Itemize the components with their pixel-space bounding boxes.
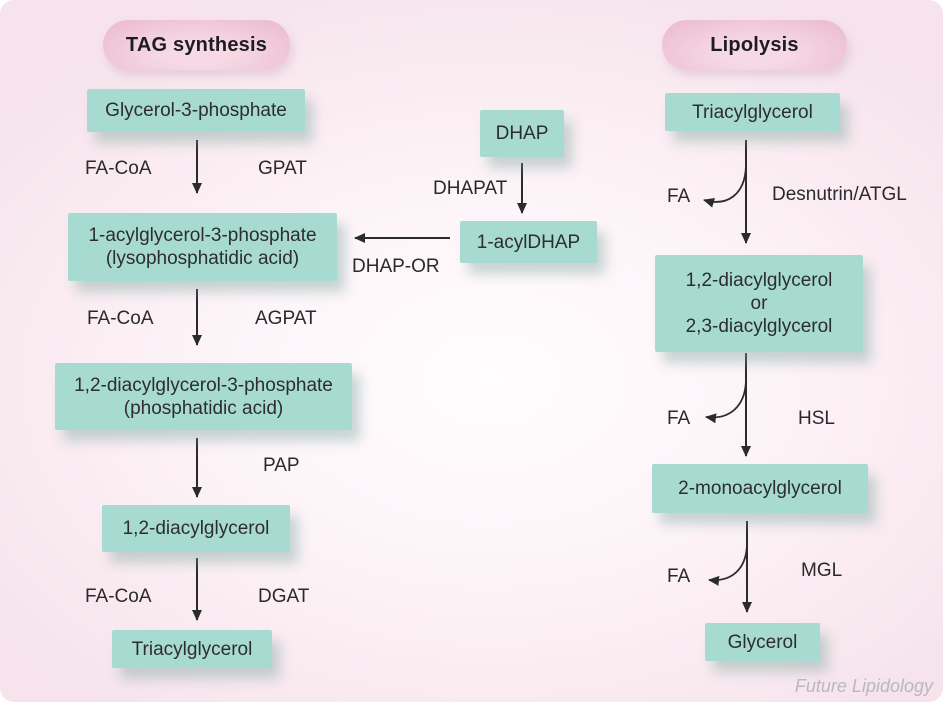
label-pap: PAP [263, 455, 300, 476]
node-glycerol-label: Glycerol [727, 631, 798, 653]
journal-watermark: Future Lipidology [794, 676, 933, 696]
header-tag-synthesis-label: TAG synthesis [125, 33, 268, 56]
label-fa-1: FA [667, 186, 691, 207]
label-desnutrin-atgl: Desnutrin/ATGL [772, 184, 907, 205]
node-triacylglycerol-left: Triacylglycerol [112, 630, 272, 668]
label-fa-coa-1: FA-CoA [85, 158, 152, 179]
label-fa-2: FA [667, 408, 691, 429]
node-1-acylglycerol-3-phosphate-line2: (lysophosphatidic acid) [105, 248, 300, 269]
node-dhap-label: DHAP [495, 123, 549, 144]
node-dhap: DHAP [480, 110, 564, 157]
label-fa-3: FA [667, 566, 691, 587]
label-fa-coa-3: FA-CoA [85, 586, 152, 607]
node-1-acylglycerol-3-phosphate: 1-acylglycerol-3-phosphate (lysophosphat… [68, 213, 337, 281]
node-1-acyldhap: 1-acylDHAP [460, 221, 597, 263]
label-agpat: AGPAT [255, 308, 317, 329]
node-12-diacylglycerol-3-phosphate-line1: 1,2-diacylglycerol-3-phosphate [74, 374, 333, 396]
node-12-diacylglycerol-3-phosphate: 1,2-diacylglycerol-3-phosphate (phosphat… [55, 363, 352, 430]
node-glycerol-3-phosphate: Glycerol-3-phosphate [87, 89, 305, 132]
header-lipolysis-label: Lipolysis [710, 33, 799, 56]
node-triacylglycerol-right: Triacylglycerol [665, 93, 840, 131]
label-dhap-or: DHAP-OR [352, 256, 440, 277]
node-diacylglycerol-right-line3: 2,3-diacylglycerol [685, 316, 833, 337]
node-diacylglycerol-right-line1: 1,2-diacylglycerol [685, 270, 833, 291]
node-diacylglycerol-right-line2: or [750, 293, 768, 314]
label-fa-coa-2: FA-CoA [87, 308, 154, 329]
node-12-diacylglycerol-3-phosphate-line2: (phosphatidic acid) [123, 397, 284, 419]
node-1-acylglycerol-3-phosphate-line1: 1-acylglycerol-3-phosphate [88, 225, 317, 246]
label-mgl: MGL [801, 560, 843, 581]
header-tag-synthesis: TAG synthesis [103, 20, 290, 70]
node-glycerol-3-phosphate-label: Glycerol-3-phosphate [105, 100, 287, 121]
node-2-monoacylglycerol-label: 2-monoacylglycerol [678, 478, 842, 499]
node-12-diacylglycerol-left-label: 1,2-diacylglycerol [122, 518, 270, 539]
label-hsl: HSL [798, 408, 835, 429]
node-triacylglycerol-right-label: Triacylglycerol [692, 101, 813, 123]
label-gpat: GPAT [258, 158, 307, 179]
node-12-diacylglycerol-left: 1,2-diacylglycerol [102, 505, 290, 552]
label-dgat: DGAT [258, 586, 310, 607]
header-lipolysis: Lipolysis [662, 20, 847, 70]
label-dhapat: DHAPAT [433, 178, 508, 199]
node-1-acyldhap-label: 1-acylDHAP [476, 231, 581, 253]
node-triacylglycerol-left-label: Triacylglycerol [131, 638, 253, 660]
node-glycerol: Glycerol [705, 623, 820, 661]
node-2-monoacylglycerol: 2-monoacylglycerol [652, 464, 868, 513]
node-diacylglycerol-right: 1,2-diacylglycerol or 2,3-diacylglycerol [655, 255, 863, 352]
